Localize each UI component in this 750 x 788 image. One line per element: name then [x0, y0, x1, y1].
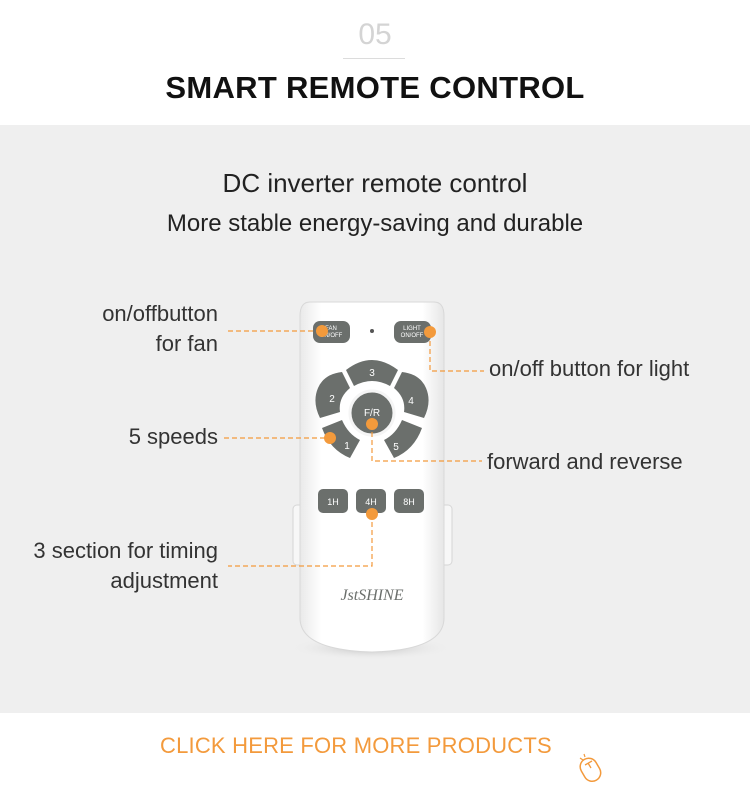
- leader-lines: [224, 330, 484, 567]
- mouse-click-icon: [579, 753, 602, 783]
- dot-light: [424, 326, 436, 338]
- page-title: SMART REMOTE CONTROL: [165, 70, 585, 105]
- ir-sensor: [370, 329, 374, 333]
- speed-1-button: [322, 420, 360, 458]
- leader-reverse: [371, 424, 482, 462]
- light-button-label-2: ON/OFF: [401, 333, 424, 339]
- leader-timer: [228, 514, 373, 567]
- speed-label-1: 1: [344, 441, 350, 452]
- fan-button-label-2: ON/OFF: [320, 333, 343, 339]
- light-onoff-button: [394, 321, 431, 343]
- timer-8h-label: 8H: [403, 497, 415, 507]
- callout-dots: [316, 325, 436, 520]
- callout-light: on/off button for light: [489, 356, 690, 381]
- callout-speeds: 5 speeds: [128, 424, 218, 449]
- dot-timer: [366, 508, 378, 520]
- callout-fan-line-1: on/offbutton: [102, 301, 218, 326]
- callout-timer-line-2: adjustment: [110, 568, 218, 593]
- speed-label-2: 2: [329, 394, 335, 405]
- section-number: 05: [358, 18, 392, 51]
- callout-reverse: forward and reverse: [487, 449, 683, 474]
- intro-line-2: More stable energy-saving and durable: [166, 210, 584, 237]
- timer-4h-button: [356, 489, 386, 513]
- timer-4h-label: 4H: [365, 497, 377, 507]
- timer-1h-label: 1H: [327, 497, 339, 507]
- intro-line-1: DC inverter remote control: [222, 168, 528, 198]
- speed-label-4: 4: [408, 396, 414, 407]
- speed-label-5: 5: [393, 442, 399, 453]
- speed-label-3: 3: [369, 368, 375, 379]
- section-divider: [343, 58, 405, 59]
- speed-5-button: [384, 420, 422, 458]
- brand-logo: JstSHINE: [340, 587, 403, 604]
- timer-8h-button: [394, 489, 424, 513]
- speed-2-button: [315, 372, 350, 418]
- footer-area: [0, 713, 750, 788]
- more-products-link[interactable]: CLICK HERE FOR MORE PRODUCTS: [160, 733, 552, 758]
- remote-illustration: FAN ON/OFF LIGHT ON/OFF 3 2 4 1 5 F/R 1H…: [224, 301, 484, 660]
- speed-4-button: [394, 372, 429, 418]
- dot-speeds: [324, 432, 336, 444]
- leader-light: [429, 333, 484, 372]
- light-button-label-1: LIGHT: [403, 326, 421, 332]
- dot-reverse: [366, 418, 378, 430]
- callout-fan-line-2: for fan: [155, 331, 218, 356]
- speed-3-button: [346, 360, 398, 386]
- fr-button-label: F/R: [364, 408, 380, 419]
- header-area: [0, 0, 750, 125]
- dot-fan: [316, 325, 328, 337]
- timer-1h-button: [318, 489, 348, 513]
- fan-button-label-1: FAN: [325, 326, 337, 332]
- callout-timer-line-1: 3 section for timing: [33, 538, 218, 563]
